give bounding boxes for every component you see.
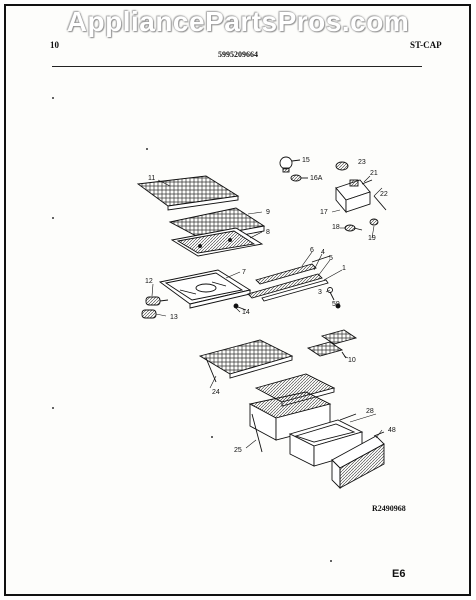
callout-21: 21 [370,170,378,177]
page-identifier: E6 [392,568,406,580]
speck [146,148,148,150]
callout-9: 9 [266,209,270,216]
site-watermark: AppliancePartsPros.com [66,6,410,37]
control-housing [335,161,387,232]
callout-25: 25 [234,447,242,454]
light-bulb [279,156,301,173]
tray-cover [158,269,252,309]
control-knob [290,174,308,182]
callout-7: 7 [242,269,246,276]
meat-pan [288,413,364,467]
small-baskets [306,329,358,359]
diagram-sheet [4,4,471,596]
leader-lines [151,175,383,449]
document-number: 5995209664 [218,50,258,59]
callout-11: 11 [148,175,155,182]
shelf-support-rails [247,255,331,302]
header-rule [52,66,422,67]
callout-5: 5 [329,255,333,262]
callout-10: 10 [348,357,356,364]
crisper-wire-shelf [198,339,294,383]
callout-12: 12 [145,278,153,285]
callout-16a: 16A [310,175,323,182]
callout-23: 23 [358,159,366,166]
callout-17: 17 [320,209,328,216]
roller-assembly [141,296,169,319]
shelf-frame [170,227,264,257]
upper-wire-shelf [136,175,240,211]
callout-28: 28 [366,408,374,415]
callout-48: 48 [388,427,396,434]
callout-22: 22 [380,191,388,198]
speck [330,560,332,562]
drawing-reference-code: R2490968 [372,504,406,513]
drawer-front-cover [331,431,385,490]
speck [52,217,54,219]
page-number-left: 10 [50,40,59,50]
callout-24: 24 [212,389,220,396]
callout-4: 4 [321,249,325,256]
callout-1: 1 [342,265,346,272]
callout-8: 8 [266,229,270,236]
speck [52,97,54,99]
callout-18: 18 [332,224,340,231]
callout-15: 15 [302,157,310,164]
callout-6: 6 [310,247,314,254]
section-code: ST-CAP [410,40,442,50]
callout-3: 3 [318,289,322,296]
callout-19: 19 [368,235,376,242]
callout-labels: 11 9 8 7 6 4 5 1 3 59 12 13 14 15 16A 23… [145,157,396,454]
callout-14: 14 [242,309,250,316]
speck [52,407,54,409]
callout-13: 13 [170,314,178,321]
speck [211,436,213,438]
callout-59: 59 [332,301,340,308]
